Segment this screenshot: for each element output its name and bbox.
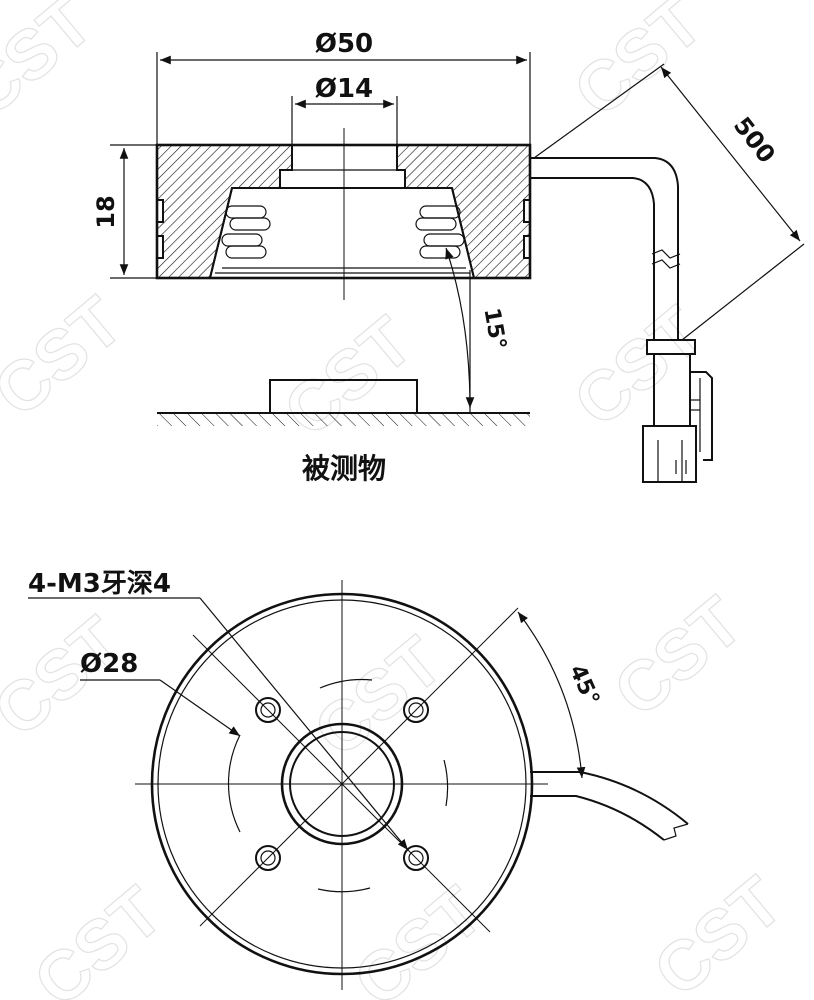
target-label: 被测物	[302, 452, 386, 485]
cable-exit-lower	[530, 795, 665, 841]
ground-hatch	[157, 414, 530, 426]
dim-bolt-circle-leader	[159, 679, 241, 737]
dim-angle-arc	[445, 247, 475, 409]
coil-right	[415, 205, 465, 259]
dim-bolt-circle: Ø28	[80, 649, 138, 679]
cable-exit-upper	[530, 771, 689, 825]
side-view: Ø50 Ø14 18	[92, 29, 805, 485]
watermark-text: CST	[270, 302, 427, 452]
threaded-hole-top-right	[403, 697, 429, 723]
diagonal-centerline-b	[199, 607, 519, 927]
watermark-text: CST	[20, 872, 177, 1000]
watermark-text: CST	[600, 582, 757, 732]
dim-outer-diameter: Ø50	[315, 29, 373, 59]
dim-hole-diameter: Ø14	[315, 74, 373, 104]
watermark-text: CST	[0, 0, 107, 131]
bolt-circle-arc-right	[443, 759, 449, 807]
coil-left	[221, 205, 271, 259]
bolt-circle-arc-top	[319, 678, 373, 689]
watermark-text: CST	[0, 282, 137, 432]
dim-cable-length-line	[660, 66, 801, 242]
diagonal-centerline-a	[192, 634, 491, 933]
dim-height: 18	[92, 195, 120, 228]
bore-outline	[279, 145, 406, 189]
watermark-text: CST	[640, 862, 797, 1000]
threaded-hole-top-left	[255, 697, 281, 723]
dim-angle-side: 15°	[478, 306, 510, 351]
dim-angle-top-arc	[517, 611, 586, 779]
watermark-text: CST	[340, 872, 497, 1000]
bolt-circle-arc-bottom	[317, 887, 371, 893]
watermark-text: CST	[560, 292, 717, 442]
top-view: 4-M3牙深4 Ø28 45°	[28, 569, 689, 990]
cone-cavity	[209, 187, 475, 279]
thread-callout-leader	[199, 597, 409, 851]
watermark-text: CST	[300, 622, 457, 772]
cable-inner	[530, 177, 655, 340]
connector	[642, 339, 713, 483]
threaded-hole-bottom-left	[255, 845, 281, 871]
dim-angle-top: 45°	[564, 661, 604, 709]
threaded-hole-bottom-right	[403, 845, 429, 871]
thread-callout: 4-M3牙深4	[28, 569, 171, 599]
watermark-text: CST	[560, 0, 717, 131]
